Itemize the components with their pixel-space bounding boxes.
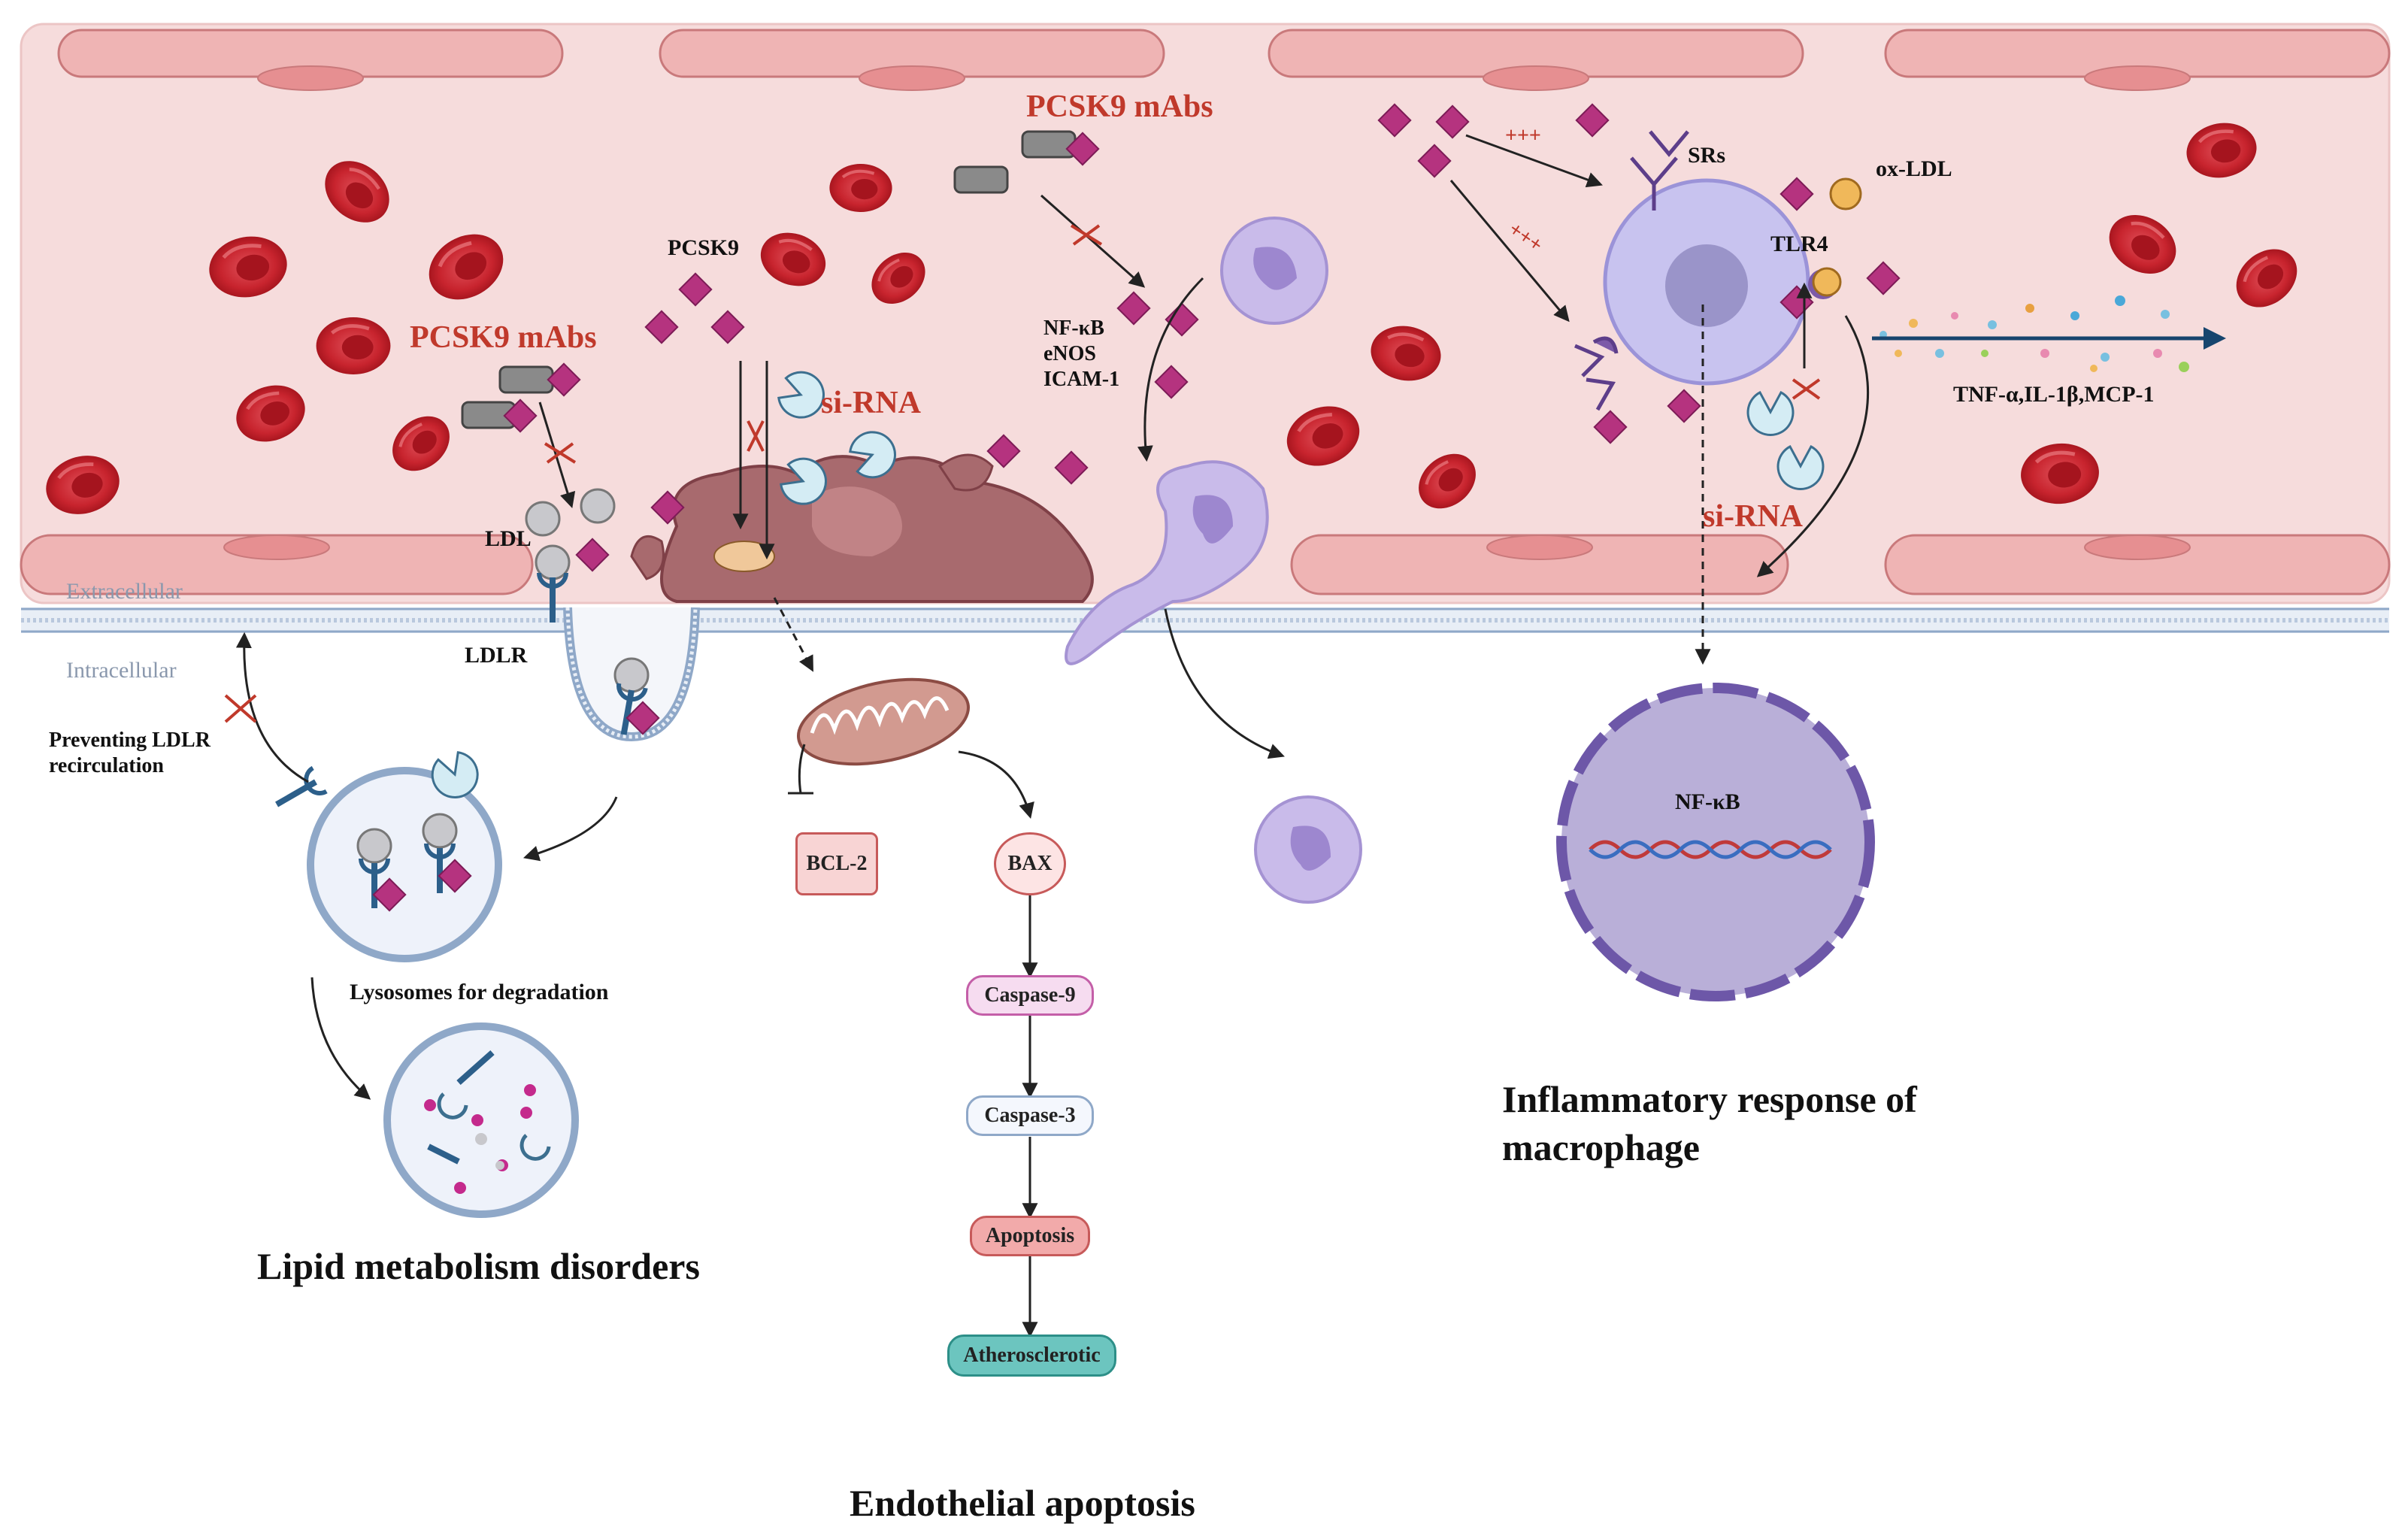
inflammatory-title: Inflammatory response of macrophage: [1502, 1075, 1917, 1171]
caspase9-box: Caspase-9: [966, 975, 1094, 1016]
bax-box: BAX: [994, 832, 1066, 895]
oxldl-label: ox-LDL: [1876, 156, 1952, 181]
top-endothelium: [57, 29, 2391, 78]
intracellular-label: Intracellular: [66, 658, 177, 683]
apoptosis-box: Apoptosis: [970, 1216, 1090, 1256]
endothelial-title: Endothelial apoptosis: [850, 1482, 1195, 1524]
lipid-title: Lipid metabolism disorders: [257, 1245, 700, 1287]
cytokine-particles: [1879, 295, 2189, 372]
extracellular-label: Extracellular: [66, 579, 183, 604]
icam-line: ICAM-1: [1043, 368, 1120, 391]
preventing-ldlr-line1: Preventing LDLR: [49, 729, 211, 752]
arrows: [235, 134, 1869, 1338]
lysosome-1: [307, 767, 502, 962]
pcsk9-label: PCSK9: [668, 235, 740, 260]
nfkb-enos-icam-label: NF-κB eNOS ICAM-1: [1043, 316, 1119, 392]
atherosclerotic-box: Atherosclerotic: [947, 1335, 1116, 1377]
nfkb-line: NF-κB: [1043, 317, 1104, 340]
inflammatory-title-line1: Inflammatory response of: [1502, 1078, 1917, 1120]
macrophage: [1574, 130, 1862, 411]
lysosomes-label: Lysosomes for degradation: [350, 980, 609, 1004]
preventing-ldlr-line2: recirculation: [49, 754, 164, 777]
pcsk9-mabs-label-left: PCSK9 mAbs: [410, 320, 597, 355]
mitochondrion: [796, 677, 971, 766]
sirna-label-left: si-RNA: [821, 386, 921, 420]
srs-label: SRs: [1688, 143, 1726, 168]
nucleus: [1556, 683, 1875, 1001]
preventing-ldlr-label: Preventing LDLR recirculation: [49, 728, 211, 779]
nfkb-nucleus-label: NF-κB: [1675, 789, 1740, 814]
ldl-particles: [356, 488, 650, 864]
lysosome-contents: [424, 1050, 551, 1194]
sirna-label-right: si-RNA: [1703, 499, 1803, 534]
inflammatory-title-line2: macrophage: [1502, 1126, 1700, 1168]
enos-line: eNOS: [1043, 342, 1096, 365]
cell-membrane: [21, 607, 2389, 633]
tlr4-label: TLR4: [1770, 232, 1828, 256]
inhibition-marks: [224, 224, 1821, 723]
cytokines-label: TNF-α,IL-1β,MCP-1: [1953, 382, 2155, 407]
plus-marks-1: +++: [1505, 124, 1541, 147]
mab-antibodies: [461, 130, 1077, 429]
caspase3-box: Caspase-3: [966, 1095, 1094, 1136]
ldl-label: LDL: [485, 526, 532, 551]
ldlr-label: LDLR: [465, 643, 528, 668]
pcsk9-mabs-label-top: PCSK9 mAbs: [1026, 89, 1213, 124]
bcl2-box: BCL-2: [795, 832, 878, 895]
